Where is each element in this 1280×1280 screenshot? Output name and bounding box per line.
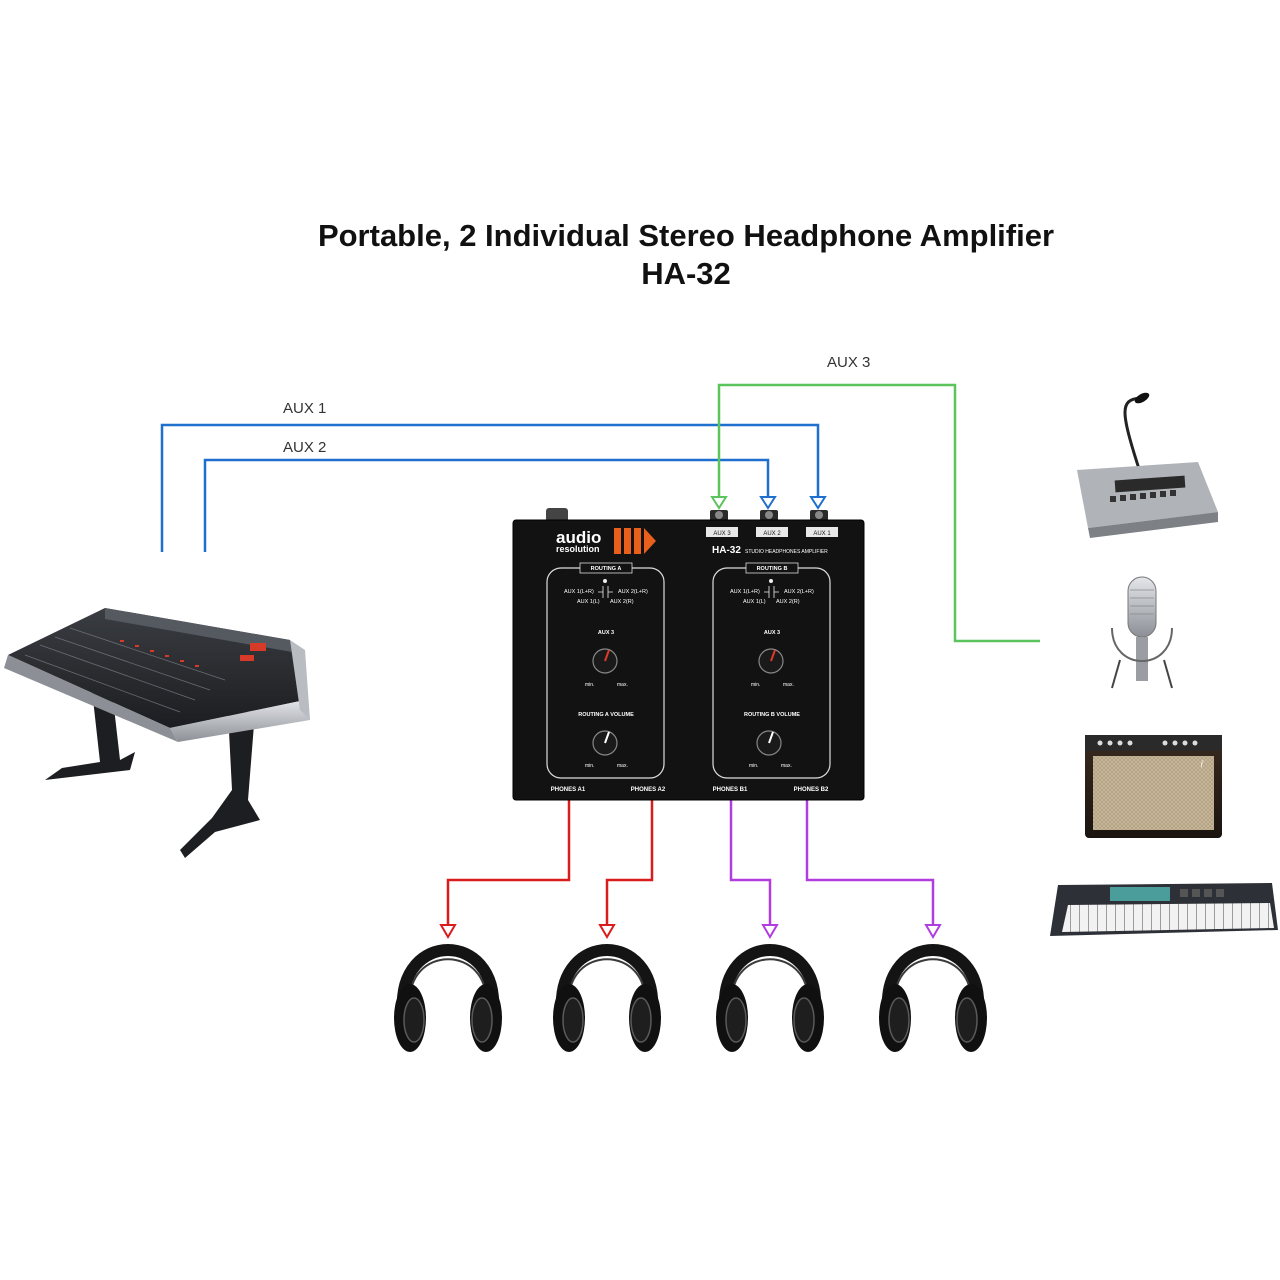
routing-b-title: ROUTING B	[757, 566, 788, 572]
routing-a-aux1-lr: AUX 1(L+R)	[564, 589, 594, 595]
routing-a-aux3-knob[interactable]	[592, 648, 618, 674]
headphones-a1-icon	[394, 944, 502, 1052]
routing-a-aux3-label: AUX 3	[598, 630, 614, 636]
cable-phones-b2	[805, 800, 942, 939]
routing-b-volume-label: ROUTING B VOLUME	[744, 712, 800, 718]
headphones-a2-icon	[553, 944, 661, 1052]
guitar-amplifier-icon: ƒ	[1085, 735, 1222, 838]
svg-text:ƒ: ƒ	[1200, 759, 1204, 768]
routing-a-volume-max: max.	[617, 763, 628, 769]
routing-a-aux2-lr: AUX 2(L+R)	[618, 589, 648, 595]
routing-b-aux1-l: AUX 1(L)	[743, 599, 766, 605]
routing-a-title: ROUTING A	[591, 566, 622, 572]
cable-aux3	[710, 383, 1040, 643]
routing-b-volume-max: max.	[781, 763, 792, 769]
brand-logo-icon	[614, 528, 656, 554]
aux2-label: AUX 2	[283, 439, 326, 456]
routing-b-aux2-r: AUX 2(R)	[776, 599, 800, 605]
input-label-aux3: AUX 3	[713, 531, 731, 537]
studio-microphone-icon	[1111, 576, 1173, 689]
model-description: STUDIO HEADPHONES AMPLIFIER	[745, 549, 828, 555]
cable-aux1	[160, 423, 827, 552]
routing-a-volume-knob[interactable]	[592, 730, 618, 756]
input-label-aux2: AUX 2	[763, 531, 781, 537]
cable-aux2	[203, 458, 777, 552]
input-label-aux1: AUX 1	[813, 531, 831, 537]
diagram-subtitle: HA-32	[641, 256, 731, 291]
output-label-a2: PHONES A2	[631, 787, 666, 793]
routing-a-volume-min: min.	[585, 763, 594, 769]
model-name: HA-32	[712, 545, 741, 556]
output-label-b1: PHONES B1	[713, 787, 748, 793]
routing-b-volume-knob[interactable]	[756, 730, 782, 756]
headphones-group	[394, 944, 987, 1052]
cable-phones-b1	[729, 800, 779, 939]
routing-a-aux2-r: AUX 2(R)	[610, 599, 634, 605]
headphones-b1-icon	[716, 944, 824, 1052]
routing-b-aux3-min: min.	[751, 682, 760, 688]
routing-a-volume-label: ROUTING A VOLUME	[578, 712, 634, 718]
routing-b-aux2-lr: AUX 2(L+R)	[784, 589, 814, 595]
output-label-b2: PHONES B2	[794, 787, 829, 793]
headphones-b2-icon	[879, 944, 987, 1052]
ha32-device: AUX 3 AUX 2 AUX 1 audio resolution HA-32…	[512, 508, 865, 801]
diagram-title: Portable, 2 Individual Stereo Headphone …	[317, 218, 1055, 253]
brand-name: audio	[556, 528, 601, 547]
routing-b-aux3-label: AUX 3	[764, 630, 780, 636]
routing-b-aux1-lr: AUX 1(L+R)	[730, 589, 760, 595]
routing-b-aux3-knob[interactable]	[758, 648, 784, 674]
routing-a-aux1-l: AUX 1(L)	[577, 599, 600, 605]
cable-phones-a2	[598, 800, 654, 939]
routing-a-aux3-min: min.	[585, 682, 594, 688]
routing-b-volume-min: min.	[749, 763, 758, 769]
mixing-console-icon	[4, 608, 310, 858]
output-label-a1: PHONES A1	[551, 787, 586, 793]
paging-microphone-icon	[1077, 392, 1218, 538]
aux3-label: AUX 3	[827, 354, 870, 371]
keyboard-synth-icon	[1050, 883, 1278, 936]
routing-a-aux3-max: max.	[617, 682, 628, 688]
brand-subname: resolution	[556, 544, 600, 554]
aux1-label: AUX 1	[283, 400, 326, 417]
routing-b-aux3-max: max.	[783, 682, 794, 688]
power-connector	[546, 508, 568, 522]
cable-phones-a1	[439, 800, 571, 939]
